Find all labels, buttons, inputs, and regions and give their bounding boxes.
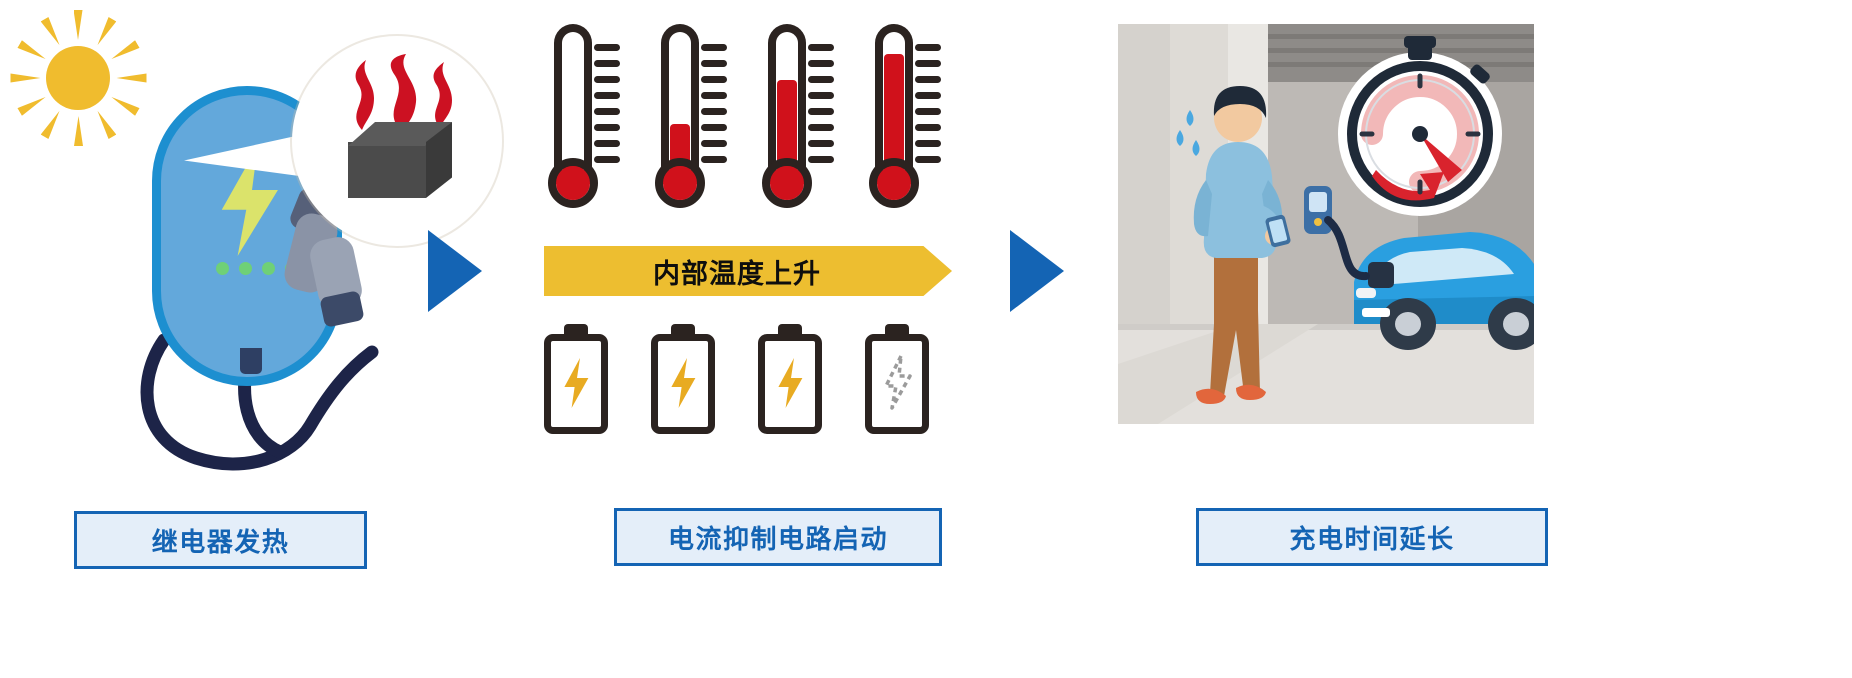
thermometer-bulb [762, 158, 812, 208]
led-indicator [262, 262, 275, 275]
battery-cap [778, 324, 802, 337]
thermometer-bulb-fill [556, 166, 590, 200]
led-indicator [239, 262, 252, 275]
garage-charging-illustration [1118, 24, 1534, 424]
thermometer-bulb-fill [770, 166, 804, 200]
heat-wave-icon [355, 54, 452, 132]
thermometer-tube [554, 24, 592, 184]
battery-shell [865, 334, 929, 434]
thermometer-icon [653, 24, 727, 224]
thermometer-bulb-fill [877, 166, 911, 200]
panel-charging-time [1118, 24, 1534, 424]
panel-current-limiting: 内部温度上升 [536, 24, 966, 434]
thermometer-ticks [915, 44, 941, 179]
thermometer-icon [546, 24, 620, 224]
battery-icon [544, 324, 608, 434]
step-label-charging-time[interactable]: 充电时间延长 [1196, 508, 1548, 566]
thermometer-bulb [655, 158, 705, 208]
thermometer-mercury [884, 54, 904, 186]
battery-cap [671, 324, 695, 337]
thermometer-ticks [701, 44, 727, 179]
temperature-rise-banner: 内部温度上升 [544, 246, 952, 296]
speech-bubble-icon [184, 36, 502, 246]
battery-icon [651, 324, 715, 434]
battery-cap [564, 324, 588, 337]
thermometer-tube [875, 24, 913, 184]
thermometer-ticks [808, 44, 834, 179]
thermometer-bulb-fill [663, 166, 697, 200]
flow-arrow-2 [1010, 230, 1064, 312]
battery-bolt-empty-icon [884, 354, 912, 410]
led-indicator [216, 262, 229, 275]
banner-label: 内部温度上升 [653, 258, 821, 289]
relay-front-face [348, 142, 426, 198]
charger-base [240, 348, 262, 374]
battery-icon [865, 324, 929, 434]
thermometer-icon [867, 24, 941, 224]
step-label-relay-heating[interactable]: 继电器发热 [74, 511, 367, 569]
battery-icon [758, 324, 822, 434]
thermometer-icon [760, 24, 834, 224]
thermometer-ticks [594, 44, 620, 179]
step-label-text: 充电时间延长 [1289, 523, 1455, 554]
thermometer-tube [661, 24, 699, 184]
thermometer-bulb [548, 158, 598, 208]
hot-relay-icon [348, 122, 452, 198]
thermometer-tube [768, 24, 806, 184]
sun-disc [46, 46, 110, 110]
thermometer-bulb [869, 158, 919, 208]
battery-cap [885, 324, 909, 337]
panel-relay-heating [0, 0, 502, 471]
step-label-current-limiting[interactable]: 电流抑制电路启动 [614, 508, 942, 566]
step-label-text: 继电器发热 [151, 526, 290, 557]
step-label-text: 电流抑制电路启动 [667, 523, 888, 554]
sun-icon [8, 8, 148, 148]
